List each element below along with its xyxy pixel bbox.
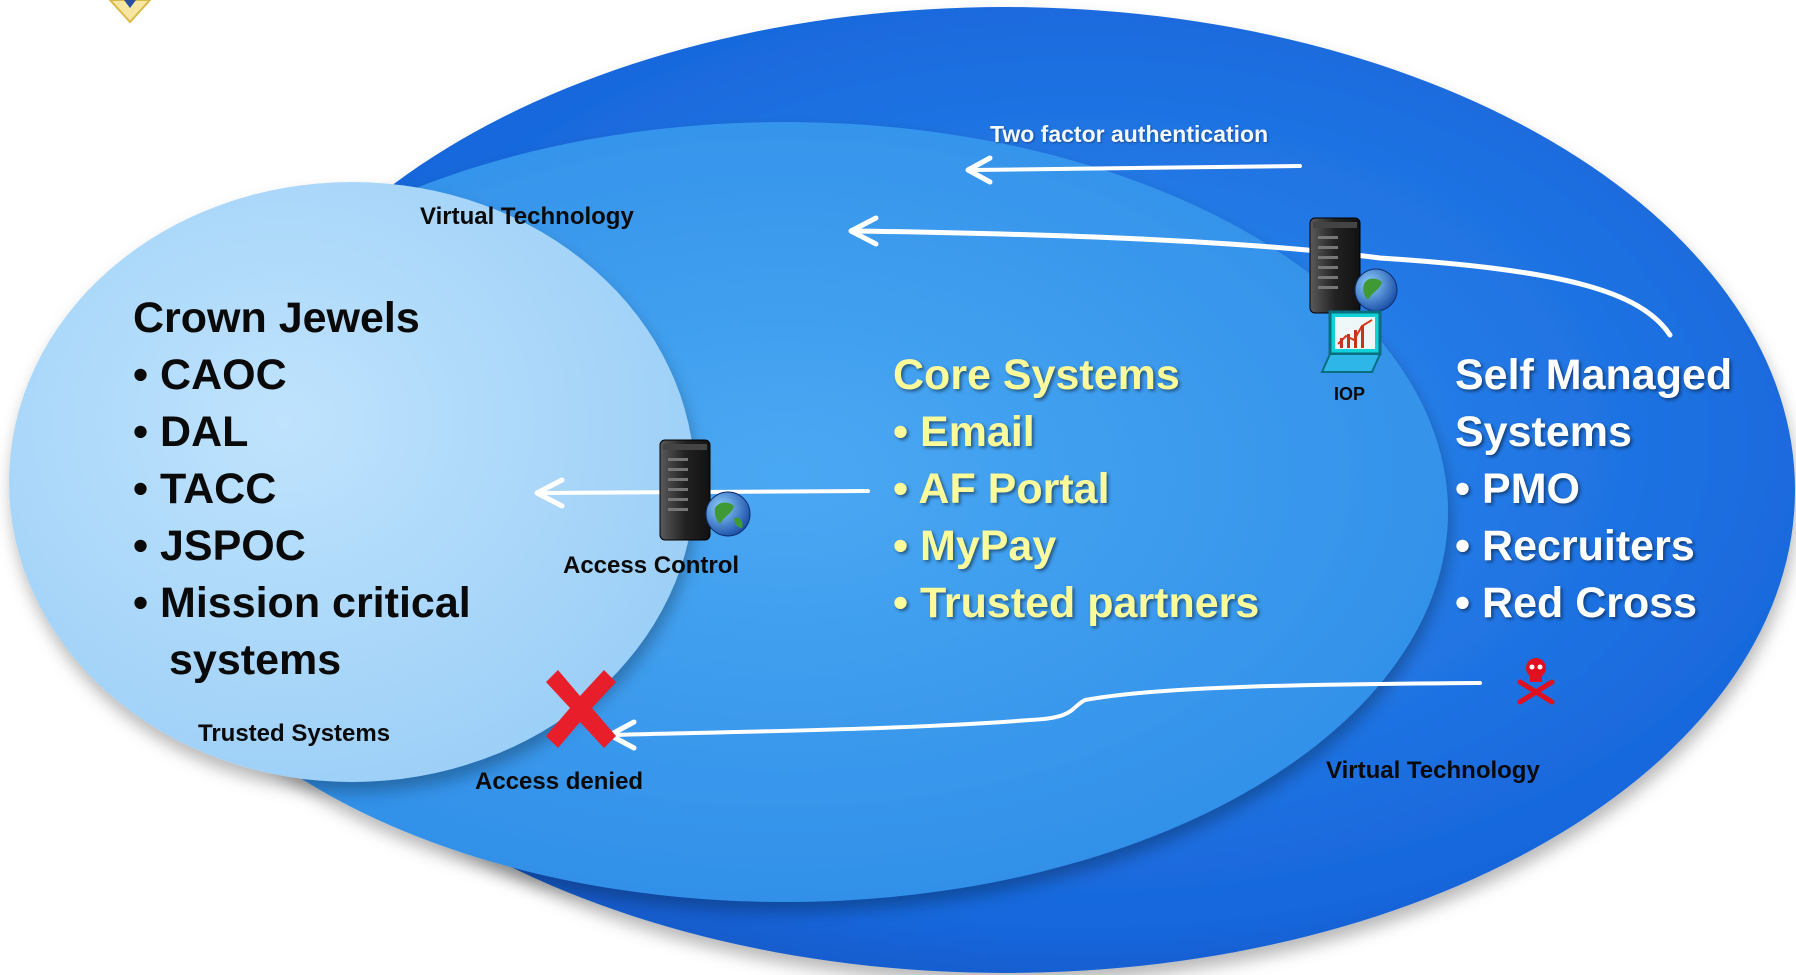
list-item: JSPOC [133,518,471,575]
self-managed-title-line2: Systems [1455,408,1632,456]
core-systems-list: Email AF Portal MyPay Trusted partners [893,404,1259,632]
list-item: Red Cross [1455,575,1732,632]
core-systems-title: Core Systems [893,351,1180,399]
two-factor-label: Two factor authentication [990,121,1269,147]
list-item: Email [893,404,1259,461]
list-item: AF Portal [893,461,1259,518]
iop-label: IOP [1334,384,1366,404]
access-control-label: Access Control [563,552,740,579]
self-managed-title-line1: Self Managed [1455,351,1733,399]
access-denied-label: Access denied [475,768,644,795]
list-item: DAL [133,404,471,461]
server-icon [1309,217,1361,314]
list-item: CAOC [133,347,471,404]
self-managed-list: PMO Recruiters Red Cross [1455,461,1732,632]
crown-jewels-title: Crown Jewels [133,294,420,342]
skull-crossbones-icon [1517,658,1555,705]
trusted-systems-label: Trusted Systems [198,720,391,747]
virtual-technology-bottom-label: Virtual Technology [1326,757,1540,784]
crown-jewels-block: Crown Jewels CAOC DAL TACC JSPOC Mission… [133,290,471,689]
list-item: PMO [1455,461,1732,518]
list-item: Recruiters [1455,518,1732,575]
virtual-technology-top-label: Virtual Technology [420,203,634,230]
list-item: TACC [133,461,471,518]
mission-critical-line1: Mission critical [160,579,471,627]
crown-jewels-list: CAOC DAL TACC JSPOC Mission critical [133,347,471,632]
iop-server-icon [1309,217,1398,314]
list-item: Trusted partners [893,575,1259,632]
access-control-server-icon [659,439,751,541]
mission-critical-line2: systems [169,636,342,684]
deny-x-icon [546,670,616,748]
laptop-chart-icon [1320,310,1382,373]
list-item: Mission critical [133,575,471,632]
core-systems-block: Core Systems Email AF Portal MyPay Trust… [893,347,1259,632]
self-managed-block: Self Managed Systems PMO Recruiters Red … [1455,347,1732,632]
logo-icon [108,0,152,24]
list-item: MyPay [893,518,1259,575]
two-factor-arrow [965,155,1302,185]
